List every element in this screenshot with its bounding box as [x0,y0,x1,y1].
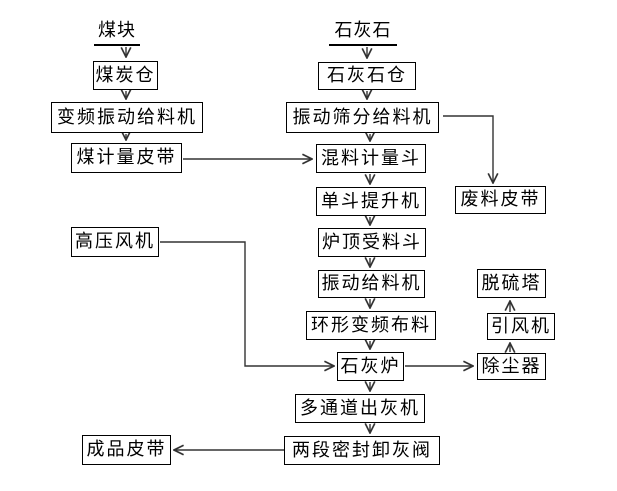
node-dust-collector: 除尘器 [477,353,546,380]
node-mix-weighing-hopper: 混料计量斗 [316,144,426,173]
node-coal-lump: 煤块 [94,20,140,46]
node-finished-product-belt: 成品皮带 [82,435,171,465]
node-waste-belt: 废料皮带 [455,186,546,214]
node-induced-draft-fan: 引风机 [487,313,555,340]
node-two-stage-sealed-ash-valve: 两段密封卸灰阀 [284,436,440,465]
node-multichannel-ash-discharger: 多通道出灰机 [295,394,425,423]
node-desulfurization-tower: 脱硫塔 [477,269,546,298]
node-furnace-top-hopper: 炉顶受料斗 [318,228,426,257]
node-vibrating-screen-feeder: 振动筛分给料机 [286,102,439,133]
node-limestone: 石灰石 [329,20,397,46]
node-lime-kiln: 石灰炉 [337,352,404,381]
node-ring-vf-distributor: 环形变频布料 [306,311,436,340]
node-hp-fan: 高压风机 [71,227,159,257]
node-bucket-elevator: 单斗提升机 [316,187,426,216]
node-coal-bunker: 煤炭仓 [93,61,158,90]
node-vf-vibration-feeder: 变频振动给料机 [51,102,203,133]
node-coal-weighing-belt: 煤计量皮带 [71,143,182,173]
node-vibration-feeder: 振动给料机 [318,270,425,298]
node-limestone-bunker: 石灰石仓 [318,62,416,90]
